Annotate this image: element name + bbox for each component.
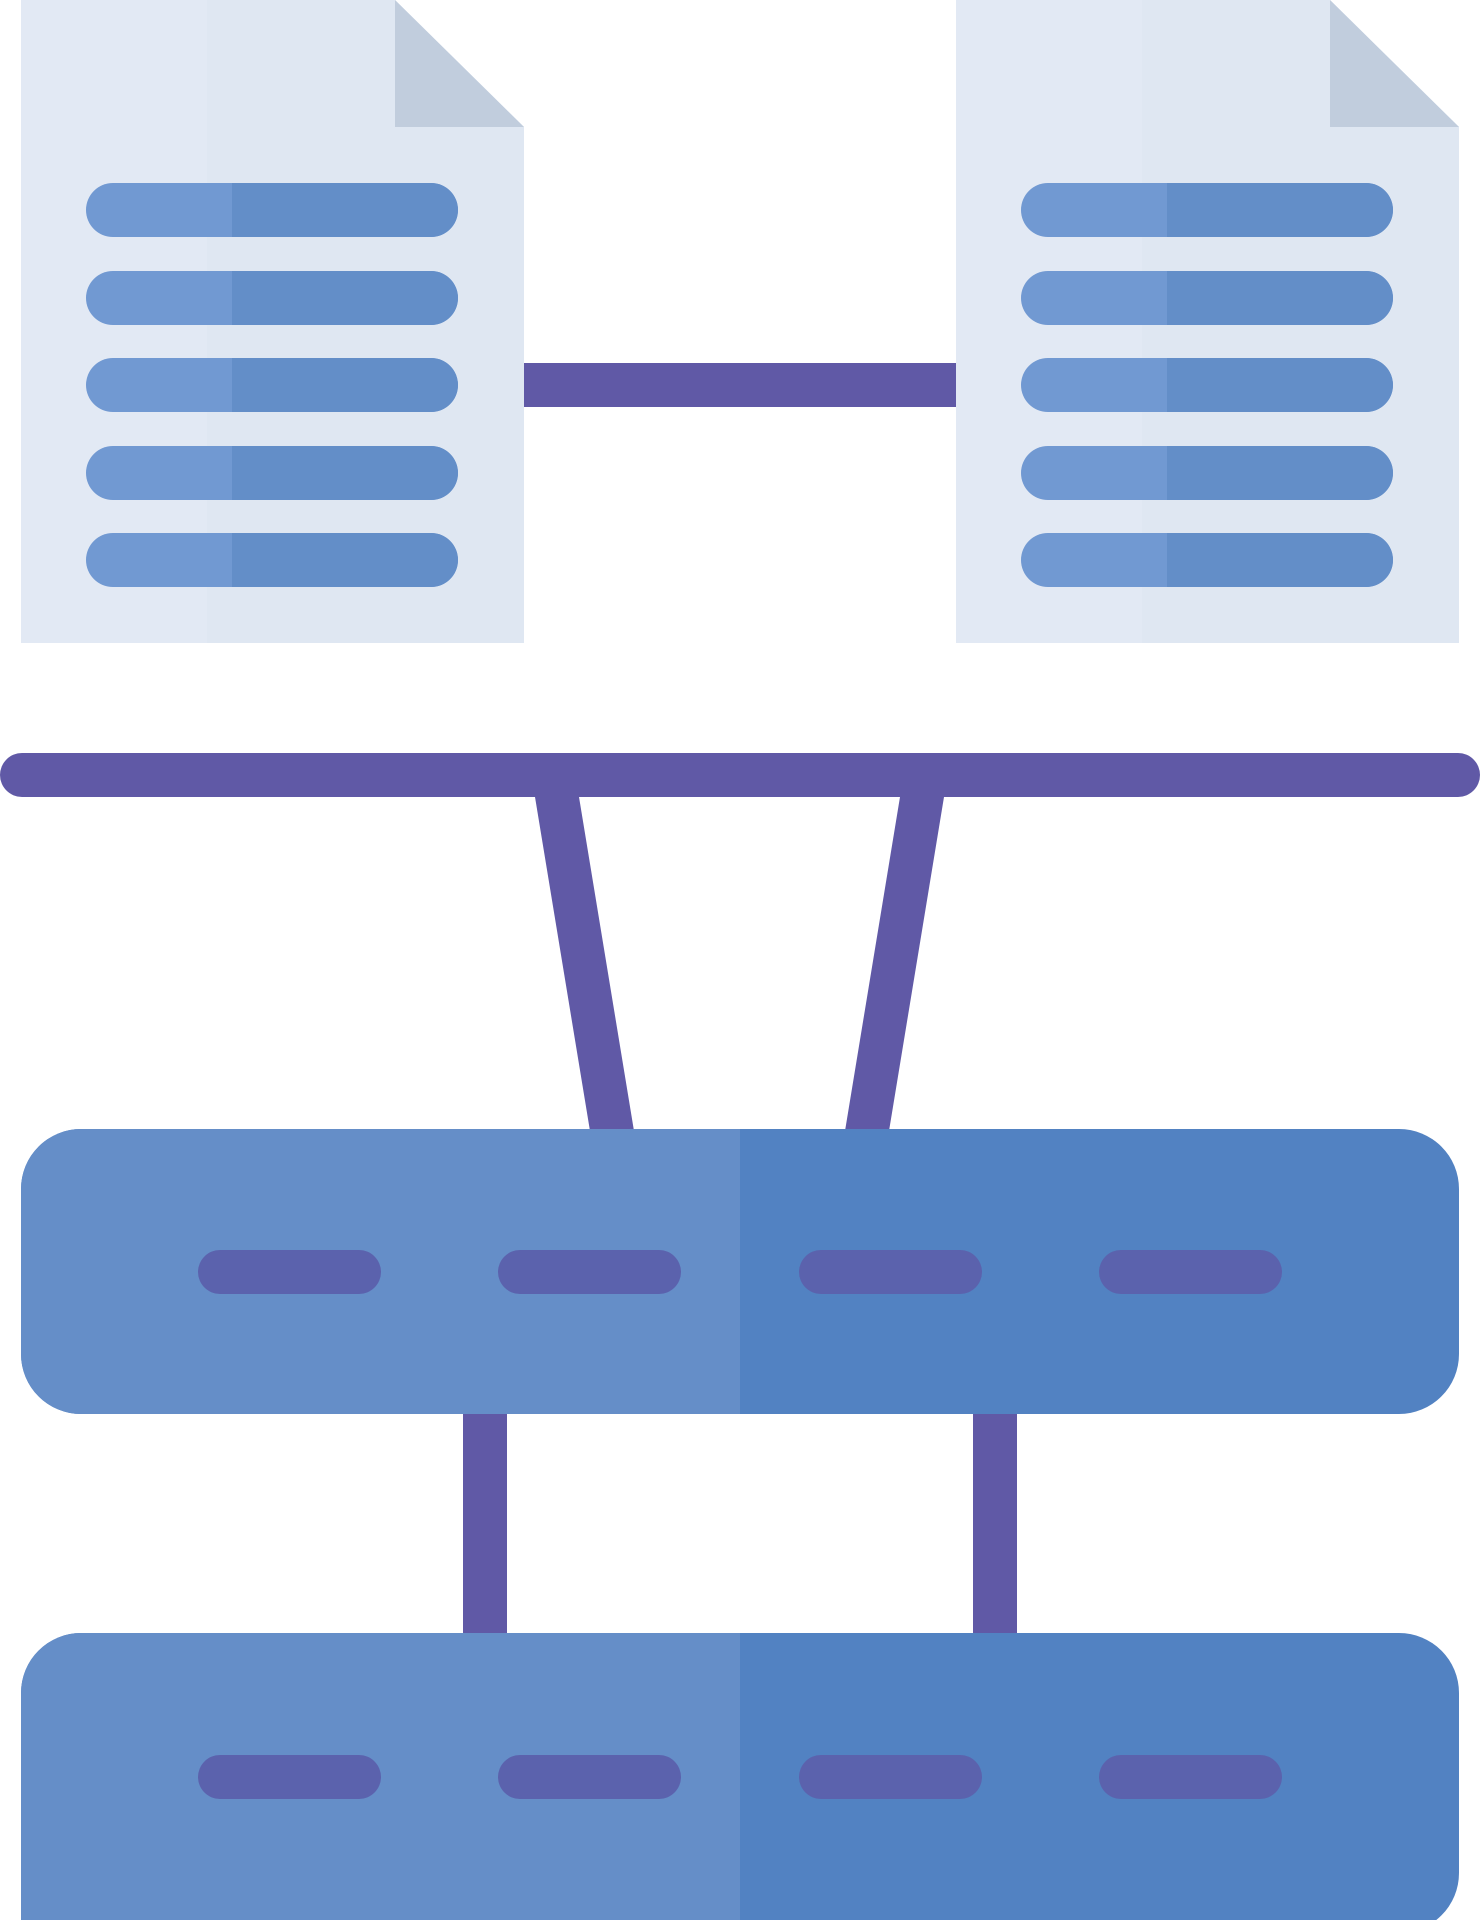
server-bottom-slots — [198, 1755, 1282, 1799]
document-right-line-5 — [1021, 533, 1393, 587]
server-bottom-slot-3 — [799, 1755, 982, 1799]
server-top-slot-4 — [1099, 1250, 1282, 1294]
server-bottom-slot-4 — [1099, 1755, 1282, 1799]
document-right-line-3 — [1021, 358, 1393, 412]
document-left-line-2 — [86, 271, 458, 325]
server-top-slot-3 — [799, 1250, 982, 1294]
server-top-slot-2 — [498, 1250, 681, 1294]
server-top-icon — [21, 1129, 1459, 1414]
document-link-connector — [520, 363, 958, 407]
server-top-slots — [198, 1250, 1282, 1294]
document-left-fold — [395, 0, 524, 127]
server-top-slot-1 — [198, 1250, 381, 1294]
document-left-icon — [21, 0, 524, 643]
document-right-line-4 — [1021, 446, 1393, 500]
document-right-line-2 — [1021, 271, 1393, 325]
server-connector-left — [463, 1410, 507, 1638]
document-left-line-5 — [86, 533, 458, 587]
document-right-line-1 — [1021, 183, 1393, 237]
document-right-icon — [956, 0, 1459, 643]
server-bottom-icon — [21, 1633, 1459, 1920]
server-bottom-slot-2 — [498, 1755, 681, 1799]
document-right-lines — [1021, 183, 1393, 587]
document-left-line-1 — [86, 183, 458, 237]
bus-connector-left — [535, 797, 634, 1131]
server-bottom-slot-1 — [198, 1755, 381, 1799]
document-right-fold — [1330, 0, 1459, 127]
bus-connector-right — [845, 797, 944, 1131]
server-connector-right — [973, 1410, 1017, 1638]
document-left-lines — [86, 183, 458, 587]
document-left-line-3 — [86, 358, 458, 412]
document-left-line-4 — [86, 446, 458, 500]
network-bus-line — [0, 753, 1480, 797]
